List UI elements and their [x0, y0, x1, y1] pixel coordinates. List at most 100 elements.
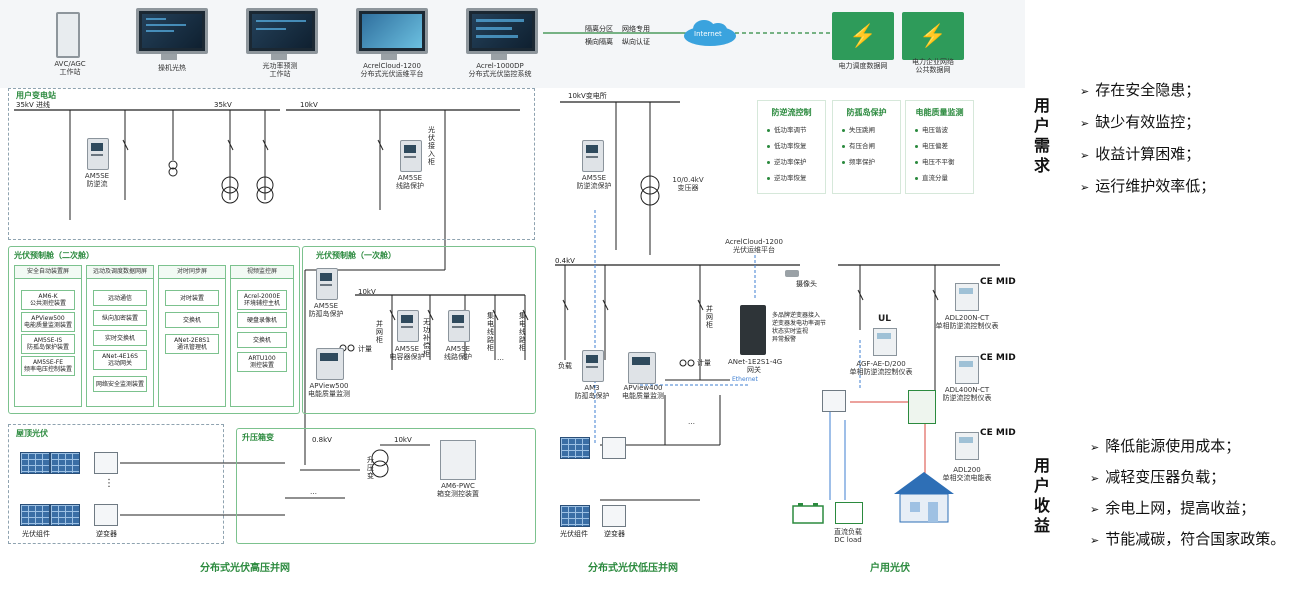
- benefit-item: ➢节能减碳，符合国家政策。: [1090, 529, 1285, 551]
- net-label-vertical: 纵向认证: [622, 38, 650, 46]
- cabinet-video: 视频监控屏 Acrel-2000E 环境辅控主机 硬盘录像机 交换机 ARTU1…: [230, 265, 294, 407]
- secondary-cabin-box: [8, 246, 300, 414]
- feature-title: 电能质量监测: [915, 108, 964, 117]
- inverter-icon: [602, 437, 626, 459]
- camera-label: 摄像头: [796, 280, 817, 288]
- cabinet-safety: 安全自动装置屏 AM6-K 公共测控装置 APView500 电能质量监测装置 …: [14, 265, 82, 407]
- inverter-icon: [822, 390, 846, 412]
- primary-meter-label: 计量: [358, 345, 372, 353]
- lv-meter-label: 计量: [697, 359, 711, 367]
- primary-bus-10kv: 10kV: [358, 288, 376, 296]
- inverter-icon: [94, 452, 118, 474]
- gateway-label: ANet-1E2S1-4G 网关: [728, 358, 783, 374]
- secondary-cabin-title: 光伏预制舱（二次舱）: [14, 251, 94, 260]
- adl200-label: ADL200 单相交流电能表: [942, 466, 992, 482]
- substation-box: [8, 88, 535, 240]
- footer-hv: 分布式光伏高压并网: [200, 563, 290, 574]
- monitor-caption-1: 操机光热: [158, 64, 186, 72]
- need-item: ➢运行维护效率低；: [1080, 176, 1215, 198]
- feature-powerquality: 电能质量监测 电压谐波 电压偏差 电压不平衡 直流分量: [905, 100, 974, 194]
- lightning-icon: ⚡: [902, 12, 964, 60]
- monitor-caption-3: AcrelCloud-1200 分布式光伏运维平台: [360, 62, 424, 78]
- footer-household: 户用光伏: [870, 563, 910, 574]
- substation-title: 用户变电站: [16, 91, 56, 100]
- monitor-stand: [491, 54, 507, 60]
- ul-mark: UL: [878, 314, 892, 324]
- am5se-device-icon: [87, 138, 109, 170]
- boost-transformer-label: 升压变: [367, 456, 374, 480]
- collector-cabinet-2: 集电线路柜: [519, 312, 526, 352]
- device-item: AM5SE-IS 防孤岛保护装置: [21, 334, 75, 354]
- primary-ellipsis: …: [497, 354, 504, 362]
- grid-cabinet-label: 并网柜: [376, 320, 383, 344]
- monitor-stand: [161, 54, 177, 60]
- reactive-cabinet-label: 无功补偿柜: [423, 318, 430, 358]
- rooftop-dots: ⋮: [104, 478, 114, 489]
- feature-item: 低功率恢复: [767, 140, 825, 150]
- need-text: 收益计算困难；: [1095, 145, 1201, 163]
- monitor-stand: [381, 54, 397, 60]
- meter-icon: [955, 283, 979, 311]
- device-item: ANet-4E16S 远动网关: [93, 350, 147, 370]
- feature-item: 失压跳闸: [842, 124, 900, 134]
- grid-caption-1: 电力调度数据网: [838, 62, 888, 70]
- boost-title: 升压箱变: [242, 433, 274, 442]
- device-item: 硬盘录像机: [237, 312, 287, 328]
- monitor-icon: [246, 8, 318, 54]
- am5se-device-icon: [582, 140, 604, 172]
- monitor-icon: [466, 8, 538, 54]
- need-text: 运行维护效率低；: [1095, 177, 1216, 195]
- feature-item: 电压谐波: [915, 124, 973, 134]
- arrow-icon: ➢: [1090, 472, 1100, 485]
- arrow-icon: ➢: [1090, 503, 1100, 516]
- rooftop-pv-label: 光伏组件: [22, 530, 50, 538]
- user-needs-heading: 用户需求: [1033, 96, 1050, 175]
- user-benefits-heading: 用户收益: [1033, 456, 1050, 535]
- feature-item: 电压偏差: [915, 140, 973, 150]
- device-item: ARTU100 测控装置: [237, 352, 287, 372]
- lv-am5se-label: AM5SE 防逆流保护: [576, 174, 612, 190]
- bus-10kv-label: 10kV: [300, 101, 318, 109]
- am3-label: AM3 防孤岛保护: [574, 384, 610, 400]
- am5se-device-icon: [397, 310, 419, 342]
- feature-item: 电压不平衡: [915, 156, 973, 166]
- meter-box-icon: [908, 390, 936, 424]
- cabinet-header: 安全自动装置屏: [15, 266, 81, 279]
- arrow-icon: ➢: [1080, 117, 1090, 130]
- feature-title: 防孤岛保护: [846, 108, 887, 117]
- monitor-stand: [271, 54, 287, 60]
- gateway-feat: 逆变器发电功率调节: [772, 320, 827, 327]
- cabinet-header: 远动及调度数据网屏: [87, 266, 153, 279]
- cabinet-header: 对时同步屏: [159, 266, 225, 279]
- boost-box: [236, 428, 536, 544]
- am5se-line-label: AM5SE 线路保护: [396, 174, 424, 190]
- am5se-device-icon: [400, 140, 422, 172]
- am6-pwc-box-icon: [440, 440, 476, 480]
- ce-mid-mark-1: CE MID: [980, 277, 1016, 287]
- monitor-caption-4: Acrel-1000DP 分布式光伏监控系统: [468, 62, 532, 78]
- benefit-text: 减轻变压器负载；: [1105, 468, 1226, 486]
- apview400-label: APView400 电能质量监测: [622, 384, 664, 400]
- tower-icon: ⚡: [832, 12, 894, 60]
- benefit-item: ➢ 减轻变压器负载；: [1090, 467, 1225, 489]
- lv-ellipsis: …: [688, 418, 695, 426]
- solar-panel-icon: [50, 452, 80, 474]
- arrow-icon: ➢: [1080, 85, 1090, 98]
- solar-panel-icon: [560, 505, 590, 527]
- rooftop-inverter-label: 逆变器: [96, 530, 117, 538]
- am5se-line2-label: AM5SE 线路保护: [444, 345, 472, 361]
- net-label-dedicated: 网络专用: [622, 25, 650, 33]
- cabinet-timesync: 对时同步屏 对时装置 交换机 ANet-2E8S1 通讯管理机: [158, 265, 226, 407]
- cabinet-telecontrol: 远动及调度数据网屏 远动通信 纵向加密装置 实时交换机 ANet-4E16S 远…: [86, 265, 154, 407]
- gateway-feat: 状态实时监视: [772, 328, 809, 335]
- feature-item: 频率保护: [842, 156, 900, 166]
- device-item: AM5SE-FE 频率电压控制装置: [21, 356, 75, 376]
- am6-pwc-label: AM6-PWC 箱变测控装置: [437, 482, 479, 498]
- apview400-device-icon: [628, 352, 656, 384]
- primary-cabin-title: 光伏预制舱（一次舱）: [316, 251, 396, 260]
- dc-load-icon: [835, 502, 863, 524]
- solar-panel-icon: [560, 437, 590, 459]
- need-text: 存在安全隐患；: [1095, 81, 1201, 99]
- meter-icon: [873, 328, 897, 356]
- collector-cabinet-1: 集电线路柜: [487, 312, 494, 352]
